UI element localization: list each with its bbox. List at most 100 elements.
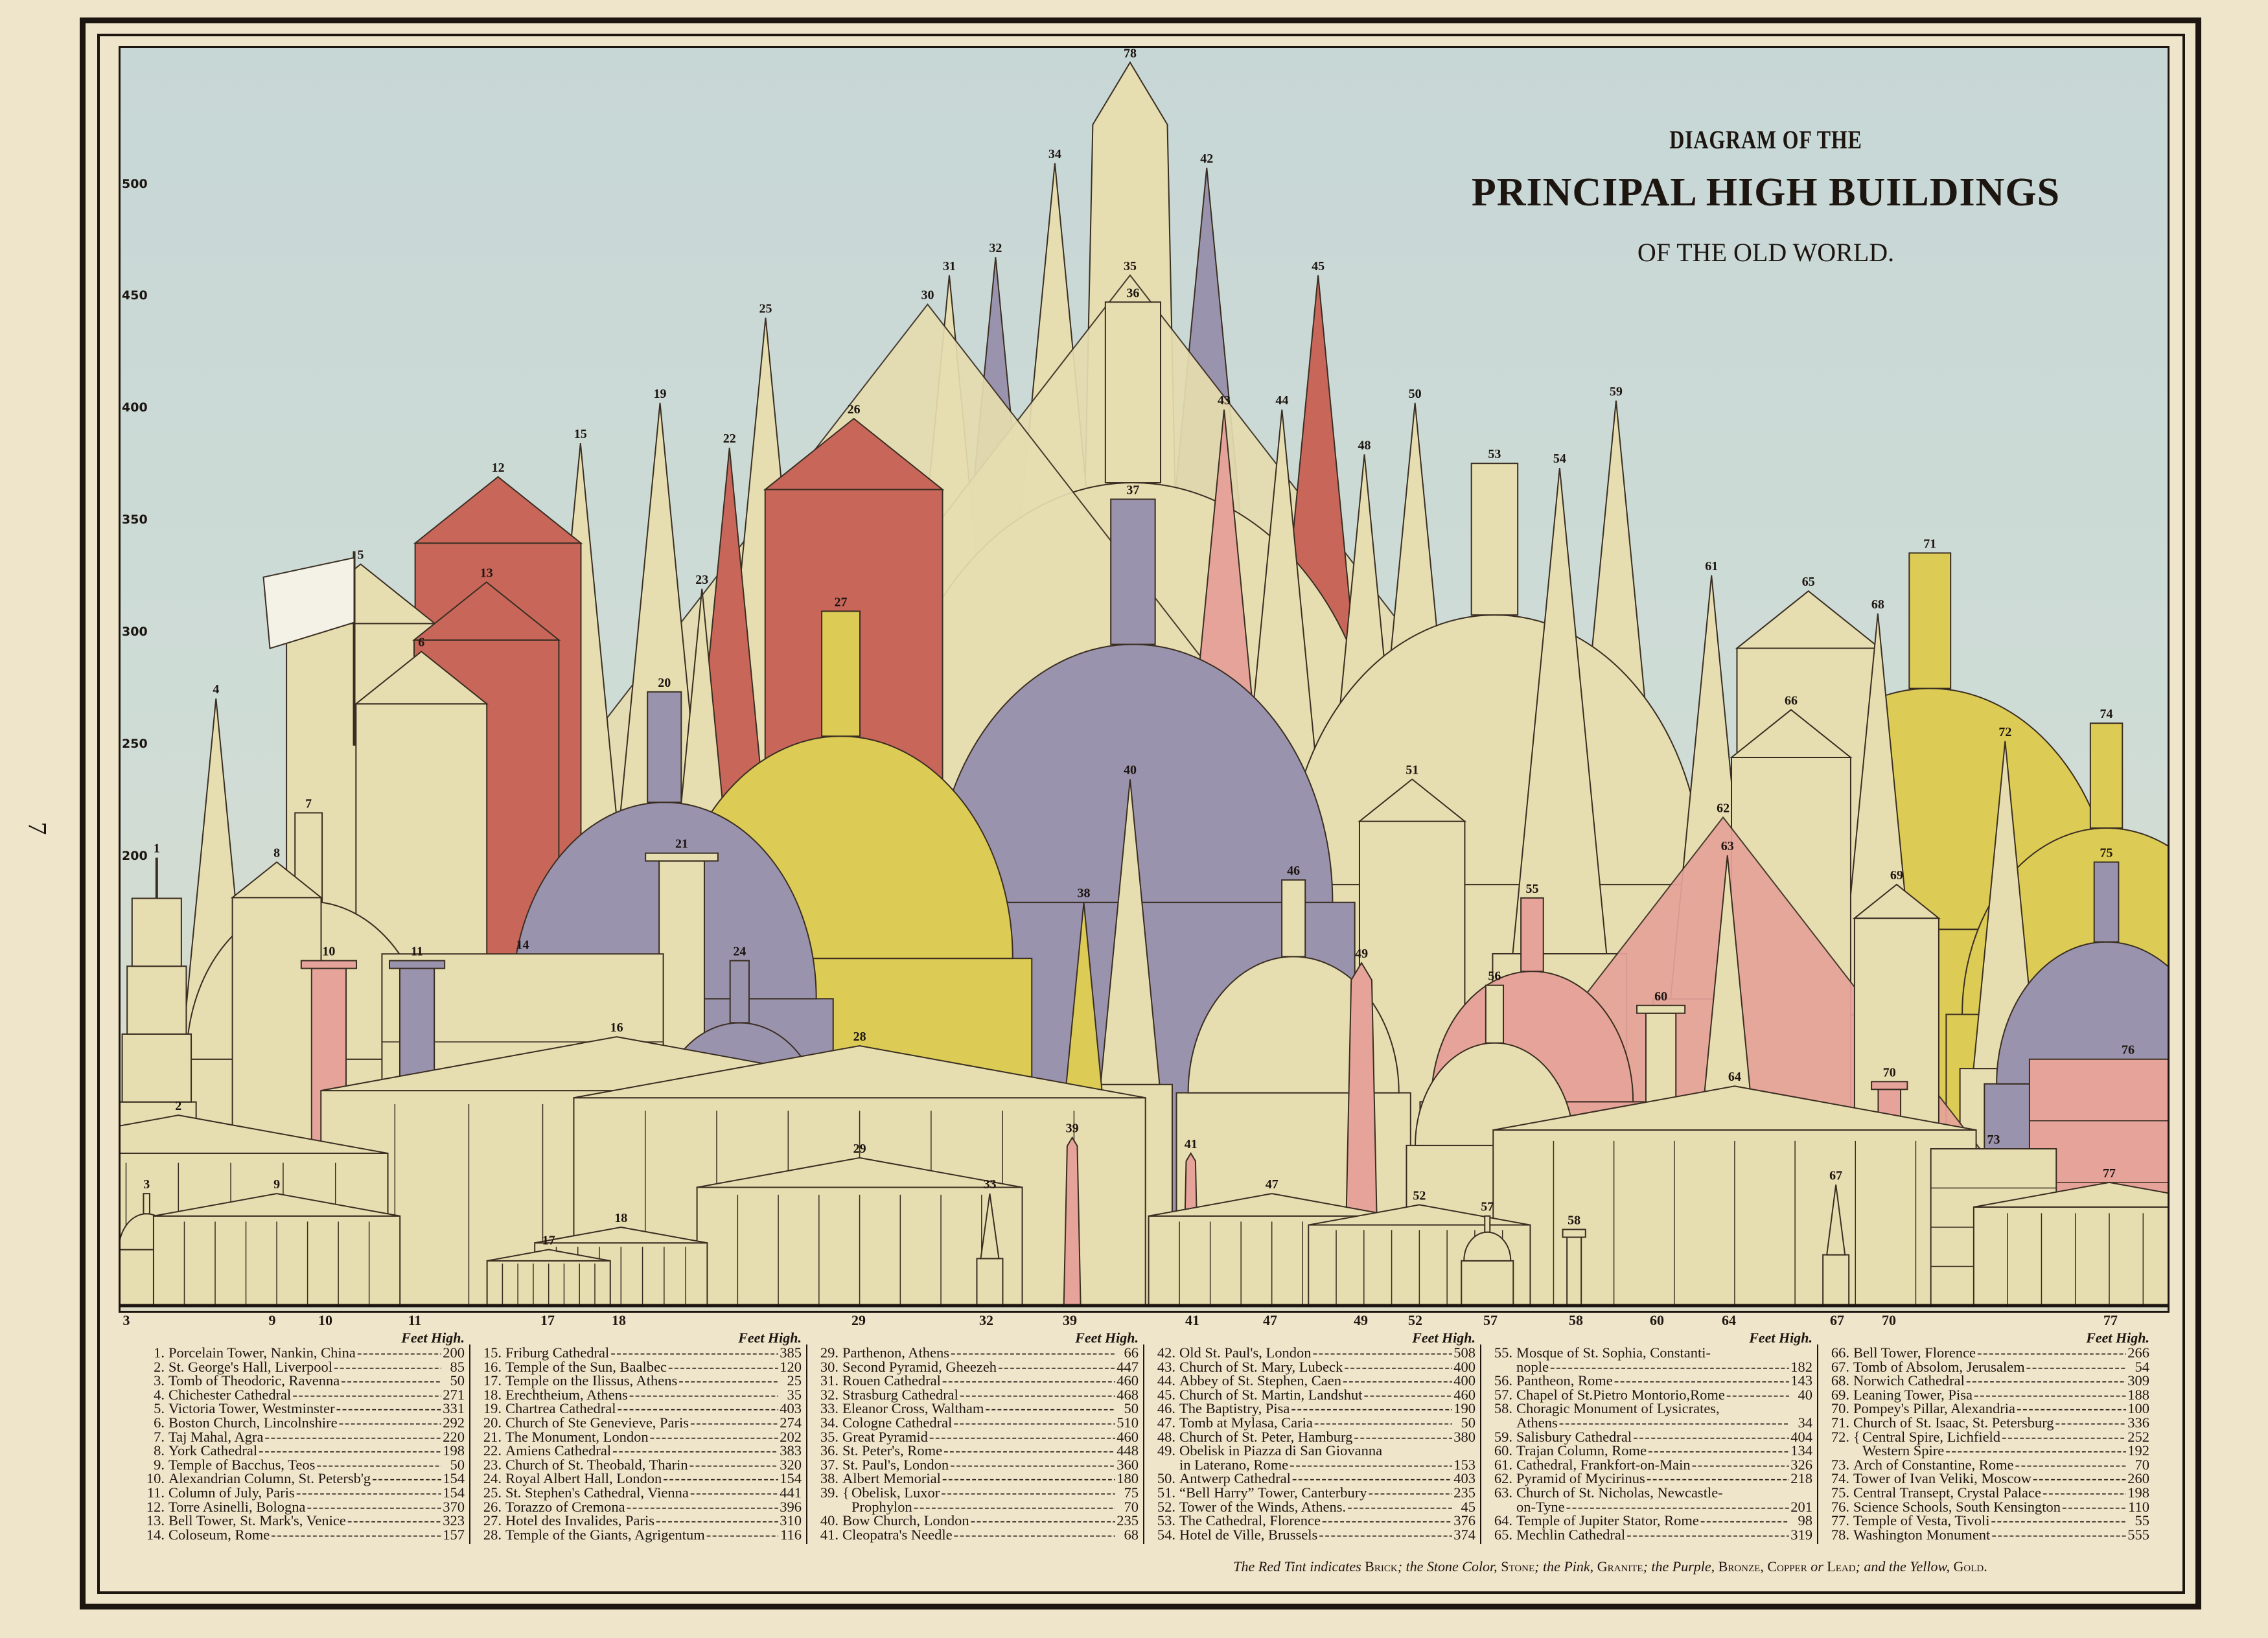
legend-name: Washington Monument [1853,1526,1991,1543]
legend-name: Column of July, Paris [168,1484,295,1501]
pagoda-tier [121,1033,192,1103]
feet-high-header: Feet High. [2086,1330,2149,1346]
legend-feet: 50 [450,1456,465,1473]
building-number-label: 59 [1610,384,1623,398]
legend-name: Church of St. Nicholas, Newcastle- [1516,1484,1723,1501]
legend-name: St. Stephen's Cathedral, Vienna [505,1484,689,1501]
fn-text: ; the Purple, [1643,1558,1718,1575]
legend-number: 41. [820,1526,839,1543]
legend-row: 25.St. Stephen's Cathedral, Vienna441 [474,1484,802,1501]
legend-name: Parthenon, Athens [842,1344,949,1361]
building-number-label: 64 [1728,1070,1741,1084]
lantern [2093,861,2120,943]
legend-row: 41.Cleopatra's Needle68 [811,1526,1139,1543]
legend-name: The Baptistry, Pisa [1179,1400,1290,1417]
pediment [535,1226,708,1244]
building-number-label: 52 [1413,1188,1426,1203]
legend-feet: 198 [443,1442,465,1459]
legend-row: 29.Parthenon, Athens 66 [811,1344,1139,1361]
legend-number: 23. [483,1456,502,1473]
legend-name: The Monument, London [505,1428,649,1445]
legend-name: Old St. Paul's, London [1179,1344,1312,1361]
title-line-3: OF THE OLD WORLD. [1637,238,1895,267]
lantern [1520,897,1544,973]
legend-number: 1. [154,1344,165,1361]
building-number-label: 27 [835,595,848,609]
legend-name: Amiens Cathedral [505,1442,612,1459]
dot-leader [953,1416,1115,1430]
legend-number: 64. [1494,1512,1512,1529]
lantern [1470,463,1519,616]
building-number-label: 60 [1654,989,1667,1004]
building-number-label: 41 [1185,1137,1198,1151]
column-capital [1871,1081,1908,1090]
legend-name: Church of St. Peter, Hamburg [1179,1428,1353,1445]
dot-leader [1648,1444,1789,1458]
legend-name: Bow Church, London [842,1512,969,1529]
building-number-label: 28 [853,1030,866,1044]
legend-feet: 157 [443,1526,465,1543]
legend-row: 53.The Cathedral, Florence376 [1148,1514,1475,1528]
legend-row: 59.Salisbury Cathedral404 [1485,1428,1812,1445]
legend-feet: 66 [1124,1344,1139,1361]
legend-feet: 468 [1117,1386,1139,1403]
legend-name: Porcelain Tower, Nankin, China [168,1344,356,1361]
building-number-label: 36 [1126,286,1139,300]
tower-cap [354,651,489,705]
brace-glyph: { [842,1484,850,1501]
baseline-number: 58 [1569,1312,1583,1328]
legend-number: 9. [154,1456,165,1473]
dot-leader [1343,1374,1452,1388]
legend-number: 29. [820,1344,839,1361]
dot-leader [1347,1500,1452,1514]
legend-feet: 252 [2127,1428,2149,1445]
building-number-label: 5 [358,548,364,562]
legend-name: Salisbury Cathedral [1516,1428,1632,1445]
dot-leader [1945,1444,2126,1458]
pagoda-tier [131,897,182,967]
building-number-label: 1 [154,842,160,856]
legend-number: 4. [154,1386,165,1403]
legend-feet: 323 [443,1512,465,1529]
feet-high-header: Feet High. [738,1330,802,1346]
legend-name: Temple of the Giants, Agrigentum [505,1526,705,1543]
legend-feet: 198 [2127,1484,2149,1501]
legend-feet: 143 [1790,1372,1812,1389]
pediment [1148,1193,1396,1217]
page-number: 7 [23,822,52,835]
legend-number: 5. [154,1400,165,1417]
legend-name: Tomb of Absolom, Jerusalem [1853,1358,2025,1375]
legend-feet: 385 [780,1344,802,1361]
scale-label: 350 [122,513,148,527]
legend-number: 7. [154,1428,165,1445]
dot-leader [998,1360,1115,1374]
dot-leader [1369,1486,1452,1500]
dot-leader [1614,1374,1789,1388]
lantern [1908,552,1952,689]
legend-row: 39.{Obelisk, Luxor75 [811,1484,1139,1501]
baseline-number: 10 [318,1312,332,1328]
building-number-label: 31 [943,259,956,273]
dot-leader [296,1486,441,1500]
dot-leader [950,1458,1115,1472]
legend-feet: 116 [780,1526,802,1543]
legend-name: Choragic Monument of Lysicrates, [1516,1400,1720,1417]
legend-name: Temple of Jupiter Stator, Rome [1516,1512,1699,1529]
legend-row: 12.Torre Asinelli, Bologna370 [137,1499,465,1514]
spire [1100,779,1161,1085]
legend-feet: 200 [443,1344,465,1361]
legend-number: 14. [146,1526,165,1543]
pediment [121,1114,388,1154]
legend-row: 77.Temple of Vesta, Tivoli55 [1822,1514,2149,1528]
legend-name: Arch of Constantine, Rome [1853,1456,2014,1473]
dot-leader [678,1374,778,1388]
legend-row-continued: on-Tyne201 [1485,1498,1812,1515]
dot-leader [1291,1402,1452,1416]
building-number-label: 61 [1705,559,1718,573]
legend-name-continued: on-Tyne [1516,1498,1565,1515]
baseline-number: 3 [122,1312,130,1328]
legend-number: 45. [1157,1386,1175,1403]
legend-number: 68. [1831,1372,1849,1389]
building-number-label: 43 [1218,393,1231,408]
legend-feet: 235 [1453,1484,1475,1501]
